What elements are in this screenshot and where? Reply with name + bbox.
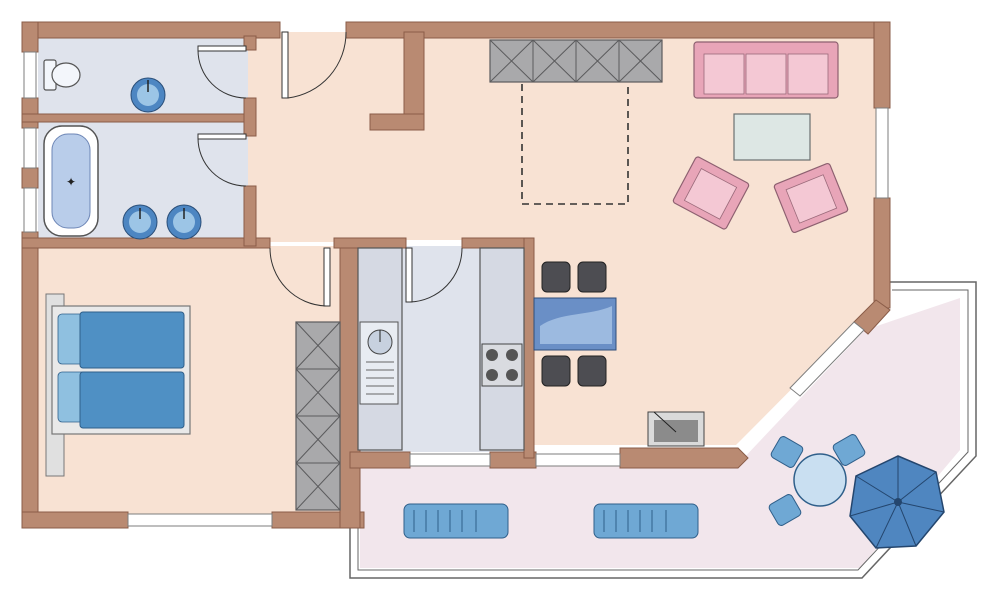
armchair-icon xyxy=(672,156,750,230)
washbasin-icon xyxy=(166,204,202,240)
wall xyxy=(345,21,891,39)
sideboard-icon xyxy=(489,39,663,83)
wc-fixtures xyxy=(43,59,166,113)
patio-chair-icon xyxy=(768,494,802,526)
washbasin-icon xyxy=(122,204,158,240)
wall xyxy=(243,97,257,137)
windows xyxy=(23,51,889,527)
wall xyxy=(873,197,891,309)
washbasin-icon xyxy=(130,77,166,113)
sink-icon xyxy=(359,321,399,405)
hallway-floor xyxy=(248,32,368,242)
wall xyxy=(243,35,257,51)
window xyxy=(789,321,865,397)
wardrobe-icon xyxy=(295,321,341,511)
dining-table-icon xyxy=(533,297,617,351)
dashed-outline xyxy=(521,84,629,205)
wall xyxy=(21,231,39,527)
living-furniture xyxy=(489,39,849,447)
sun-lounger-icon xyxy=(403,503,509,539)
bathroom-fixtures: ✦ xyxy=(43,125,202,240)
wall xyxy=(21,21,281,39)
window xyxy=(23,187,37,233)
doors xyxy=(197,31,463,307)
window xyxy=(23,127,37,169)
patio-table-icon xyxy=(793,453,847,507)
wall xyxy=(21,97,39,129)
bed-icon xyxy=(51,305,191,435)
wall xyxy=(523,237,535,459)
entry-door xyxy=(281,31,289,99)
armchair-icon xyxy=(773,162,849,234)
wall xyxy=(369,113,425,131)
window xyxy=(409,453,491,467)
wc-door xyxy=(197,45,247,52)
tv-icon xyxy=(647,411,705,447)
wall xyxy=(333,237,407,249)
sofa-icon xyxy=(693,41,839,99)
wall xyxy=(853,299,891,335)
wall xyxy=(21,167,39,189)
coffee-table-icon xyxy=(733,113,811,161)
toilet-icon xyxy=(43,59,81,91)
bathtub-icon: ✦ xyxy=(43,125,99,237)
wall xyxy=(349,451,411,469)
wall xyxy=(619,447,749,469)
dining-chair-icon xyxy=(577,355,607,387)
walls xyxy=(21,21,891,529)
window xyxy=(127,513,273,527)
stove-icon xyxy=(481,343,523,387)
bathroom-door xyxy=(197,133,247,140)
window xyxy=(23,51,37,99)
bedroom-door xyxy=(323,247,331,307)
wall xyxy=(339,239,361,529)
window xyxy=(875,107,889,199)
bedroom-furniture xyxy=(45,293,341,511)
door-swing xyxy=(197,49,247,99)
wall xyxy=(21,113,257,123)
patio-umbrella-icon xyxy=(849,455,945,549)
kitchen-furniture xyxy=(357,247,525,451)
kitchen-door xyxy=(405,247,413,303)
wall xyxy=(21,511,129,529)
dining-chair-icon xyxy=(541,355,571,387)
window xyxy=(535,453,621,467)
terrace-furniture xyxy=(403,434,945,549)
door-swing xyxy=(287,31,347,99)
wall xyxy=(873,21,891,109)
wall xyxy=(21,21,39,53)
svg-text:✦: ✦ xyxy=(66,175,76,189)
patio-chair-icon xyxy=(832,434,866,466)
sun-lounger-icon xyxy=(593,503,699,539)
door-swing xyxy=(197,137,247,187)
dining-chair-icon xyxy=(541,261,571,293)
dining-chair-icon xyxy=(577,261,607,293)
patio-chair-icon xyxy=(770,436,804,468)
wall xyxy=(461,237,535,249)
wall xyxy=(243,185,257,247)
door-swing xyxy=(409,247,463,303)
living-room-floor xyxy=(248,32,880,445)
door-swing xyxy=(269,247,327,307)
wall xyxy=(21,237,271,249)
